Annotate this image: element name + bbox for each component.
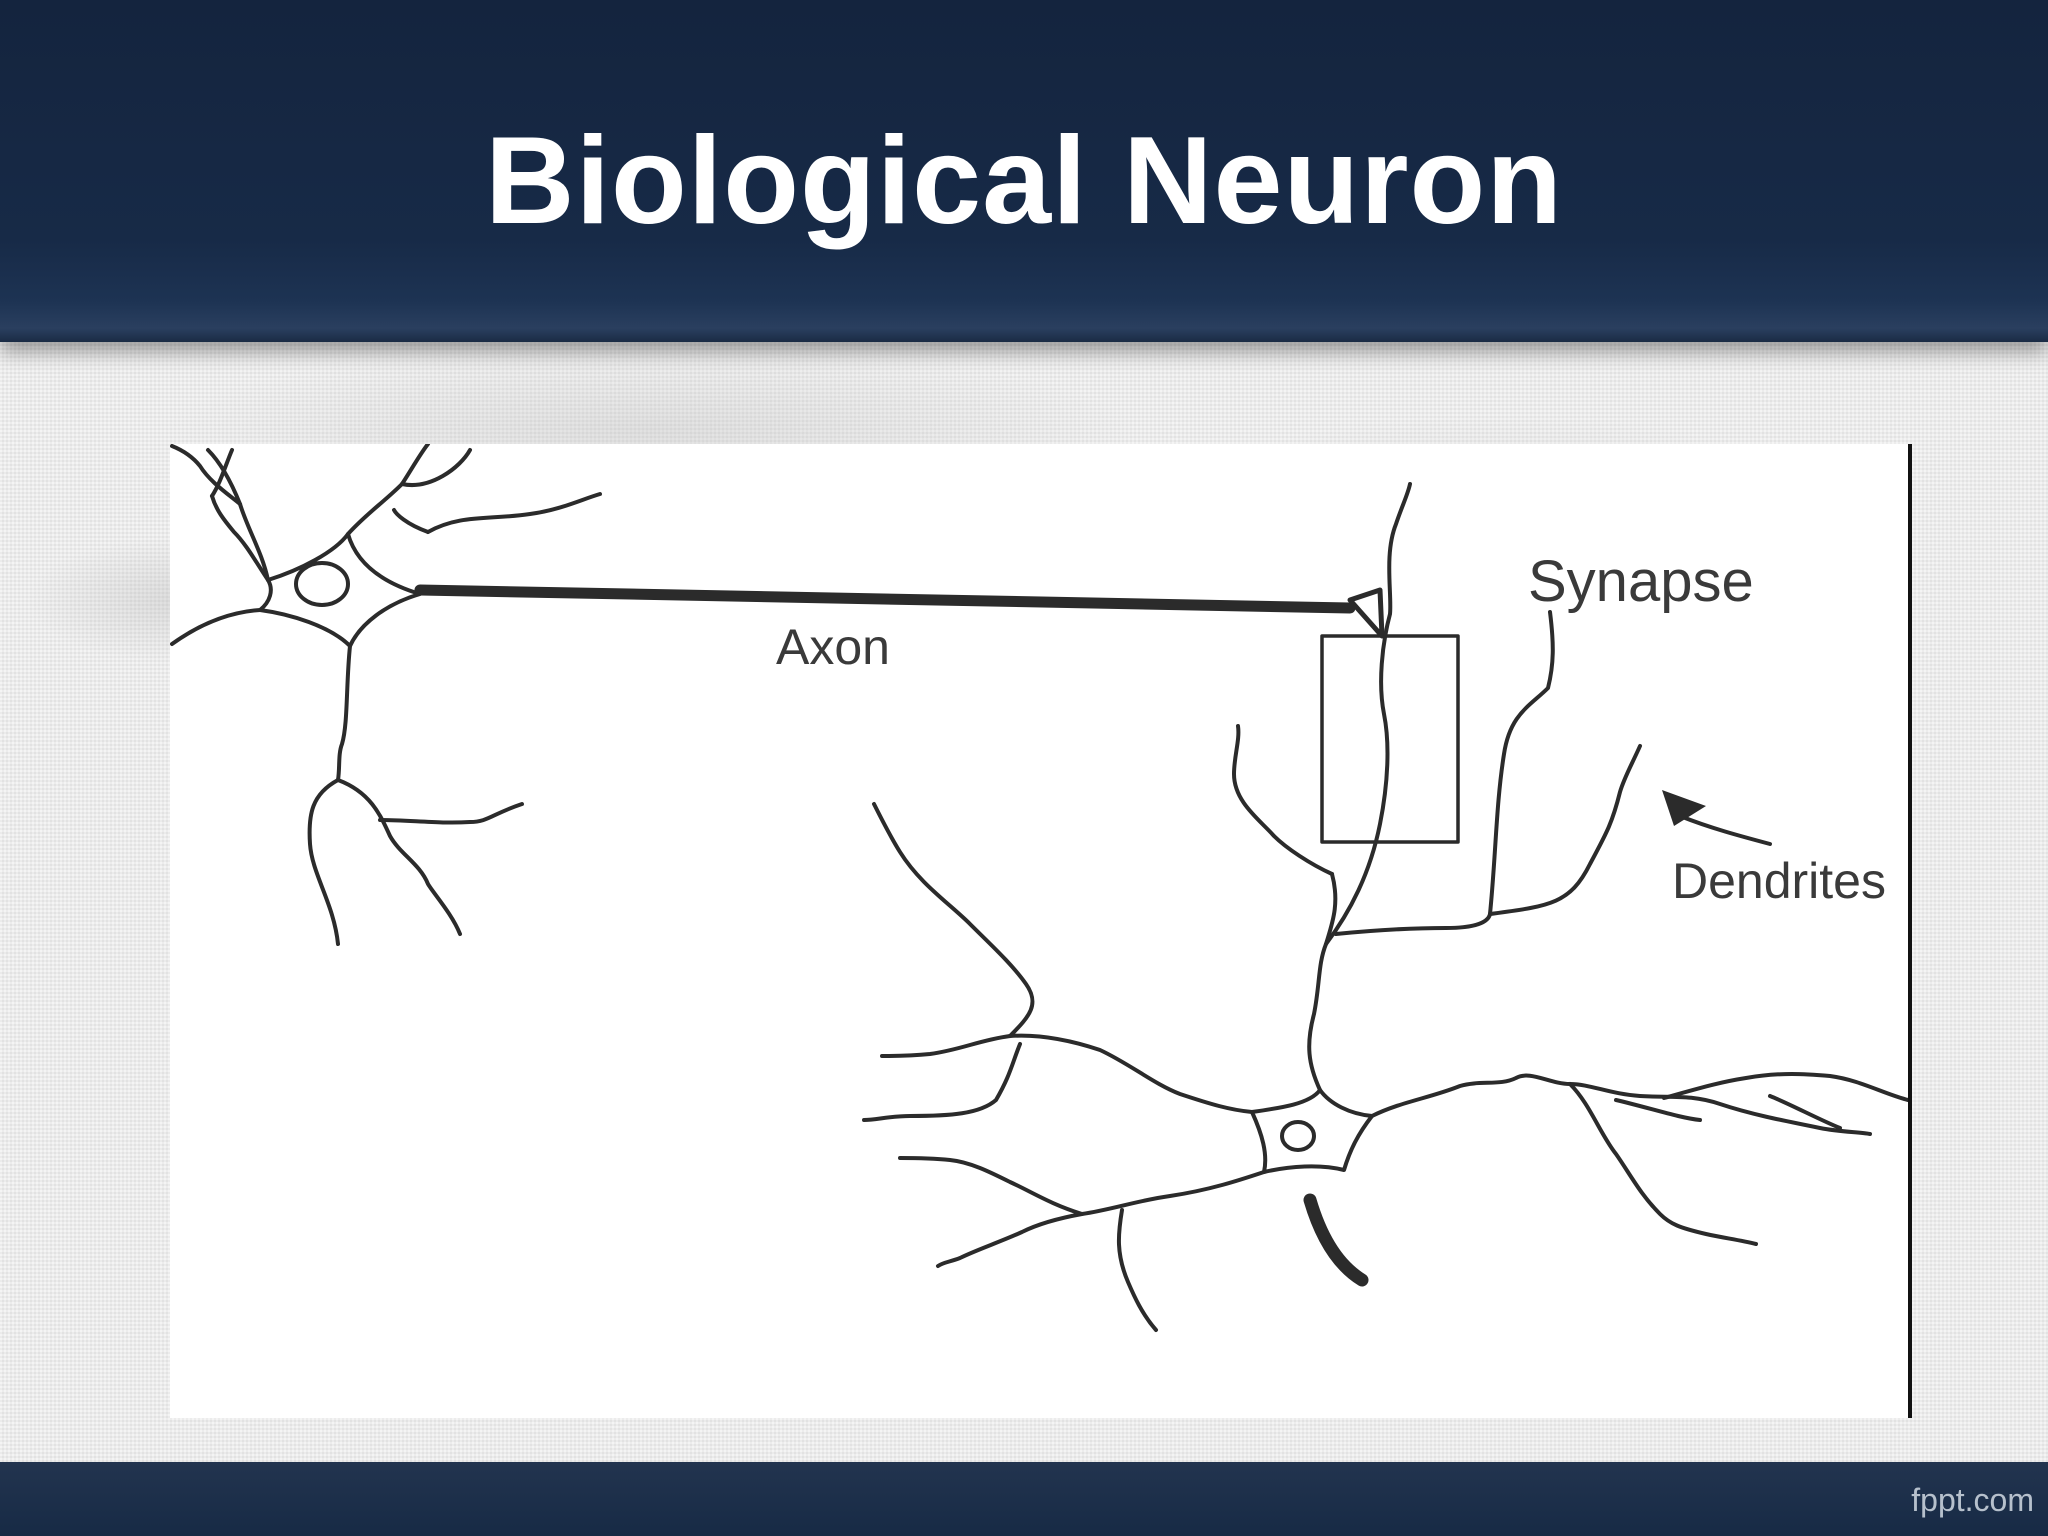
footer-bar: fppt.com bbox=[0, 1462, 2048, 1536]
neuron-2-dendrite bbox=[1008, 1033, 1254, 1114]
neuron-2-dendrite bbox=[1116, 1208, 1158, 1332]
neuron-2-dendrite bbox=[1334, 912, 1492, 936]
neuron-2-dendrite bbox=[1662, 1072, 1908, 1102]
neuron-2-dendrite bbox=[1614, 1098, 1702, 1122]
neuron-2-dendrite bbox=[880, 1034, 1012, 1058]
neuron-1-dendrite bbox=[307, 778, 340, 946]
neuron-2-dendrite bbox=[1488, 610, 1555, 916]
neuron-1-dendrite bbox=[400, 448, 472, 487]
axon-label: Axon bbox=[776, 619, 890, 675]
neuron-1-dendrite bbox=[336, 644, 352, 782]
dendrite-pointer-arrowhead bbox=[1662, 790, 1706, 826]
neuron-2-dendrite bbox=[1568, 1082, 1758, 1246]
neuron-2-dendrite bbox=[1370, 1073, 1872, 1136]
neuron-1-dendrite bbox=[170, 608, 262, 646]
neuron-2-nucleus bbox=[1280, 1120, 1316, 1152]
neuron-1-dendrite bbox=[336, 778, 462, 936]
dendrites-label: Dendrites bbox=[1672, 853, 1886, 909]
neuron-1-dendrite bbox=[346, 444, 430, 536]
neuron-1-dendrite bbox=[210, 448, 234, 498]
neuron-2-axon bbox=[1303, 1193, 1369, 1287]
title-bar: Biological Neuron bbox=[0, 0, 2048, 342]
neuron-diagram bbox=[170, 444, 1912, 1418]
neuron-2-dendrite bbox=[898, 1156, 1084, 1216]
neuron-2-dendrite bbox=[936, 1170, 1266, 1268]
slide-title: Biological Neuron bbox=[485, 112, 1563, 250]
neuron-1-dendrite bbox=[378, 802, 524, 825]
footer-brand: fppt.com bbox=[1911, 1482, 2034, 1518]
neuron-2-dendrite bbox=[862, 1042, 1022, 1122]
neuron-2-dendrite bbox=[1232, 724, 1334, 876]
neuron-1-dendrite bbox=[392, 508, 430, 534]
axon bbox=[414, 584, 1356, 614]
neuron-1-dendrite bbox=[170, 444, 242, 506]
dendrite-pointer-line bbox=[1678, 814, 1772, 846]
neuron-1-nucleus bbox=[294, 561, 350, 607]
neuron-2-dendrite bbox=[872, 802, 1035, 1038]
neuron-2-dendrite bbox=[1324, 482, 1412, 946]
neuron-drawing bbox=[170, 444, 1908, 1332]
neuron-1-dendrite bbox=[426, 492, 602, 534]
neuron-1-dendrite bbox=[210, 494, 270, 582]
axon-terminal bbox=[1347, 587, 1385, 639]
synapse-label: Synapse bbox=[1528, 549, 1754, 614]
neuron-1-dendrite bbox=[206, 448, 270, 582]
neuron-2-dendrite bbox=[1488, 744, 1642, 916]
synapse-box bbox=[1320, 634, 1460, 844]
neuron-1-soma bbox=[258, 532, 422, 648]
neuron-2-dendrite bbox=[1768, 1094, 1842, 1130]
neuron-2-dendrite bbox=[1307, 872, 1338, 1092]
